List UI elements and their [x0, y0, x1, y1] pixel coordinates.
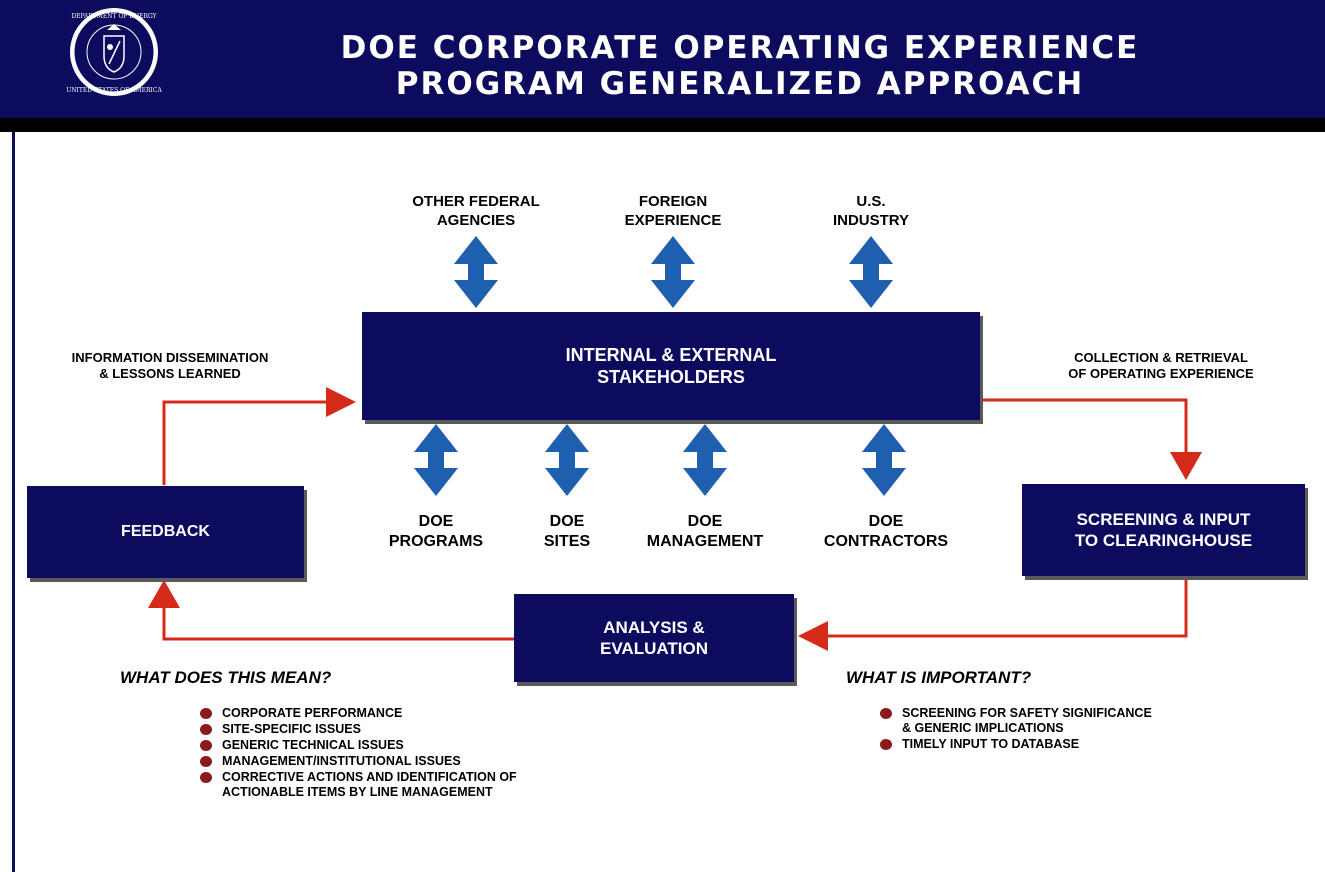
list-item: TIMELY INPUT TO DATABASE — [880, 737, 1260, 752]
svg-text:DEPARTMENT OF ENERGY: DEPARTMENT OF ENERGY — [71, 13, 157, 20]
bullet-icon — [880, 708, 892, 719]
flow-arrowhead-feedback — [148, 580, 180, 608]
stakeholders-box: INTERNAL & EXTERNAL STAKEHOLDERS — [362, 312, 980, 420]
bullet-icon — [200, 708, 212, 719]
top-double-arrow-industry — [849, 236, 893, 308]
group-doe-contractors: DOE CONTRACTORS — [823, 513, 949, 550]
note-information-dissemination: INFORMATION DISSEMINATION & LESSONS LEAR… — [71, 350, 269, 381]
bottom-double-arrow-programs — [414, 424, 458, 496]
bullet-icon — [200, 772, 212, 783]
flow-line-to-analysis — [826, 578, 1188, 638]
flow-arrowhead-stakeholders — [326, 387, 356, 417]
svg-text:UNITED STATES OF AMERICA: UNITED STATES OF AMERICA — [66, 87, 162, 94]
header-banner — [0, 0, 1325, 118]
list-item: GENERIC TECHNICAL ISSUES — [200, 738, 620, 753]
bottom-double-arrow-sites — [545, 424, 589, 496]
flow-arrowhead-screening — [1170, 452, 1202, 480]
bullet-icon — [200, 756, 212, 767]
flow-arrowhead-analysis — [798, 621, 828, 651]
group-doe-management: DOE MANAGEMENT — [646, 513, 764, 550]
top-double-arrow-foreign — [651, 236, 695, 308]
list-item: SCREENING FOR SAFETY SIGNIFICANCE & GENE… — [880, 706, 1260, 736]
group-doe-programs: DOE PROGRAMS — [388, 513, 484, 550]
title-line-2: PROGRAM GENERALIZED APPROACH — [395, 66, 1085, 102]
source-foreign-experience: FOREIGN EXPERIENCE — [624, 193, 722, 229]
feedback-label: FEEDBACK — [121, 523, 210, 540]
source-other-federal-agencies: OTHER FEDERAL AGENCIES — [412, 193, 540, 229]
analysis-label: ANALYSIS & EVALUATION — [600, 618, 708, 658]
bottom-double-arrow-management — [683, 424, 727, 496]
bullet-icon — [200, 740, 212, 751]
analysis-box: ANALYSIS & EVALUATION — [514, 594, 794, 682]
screening-box: SCREENING & INPUT TO CLEARINGHOUSE — [1022, 484, 1305, 576]
what-does-this-mean-heading: WHAT DOES THIS MEAN? — [120, 668, 332, 687]
list-item: CORRECTIVE ACTIONS AND IDENTIFICATION OF… — [200, 770, 620, 800]
header-rule — [0, 118, 1325, 132]
source-us-industry: U.S. INDUSTRY — [832, 193, 910, 229]
flow-line-to-screening — [982, 398, 1188, 455]
title-line-1: DOE CORPORATE OPERATING EXPERIENCE — [340, 30, 1140, 66]
page-title: DOE CORPORATE OPERATING EXPERIENCE PROGR… — [230, 30, 1250, 102]
stakeholders-label: INTERNAL & EXTERNAL STAKEHOLDERS — [565, 345, 777, 387]
bullet-icon — [200, 724, 212, 735]
note-collection-retrieval: COLLECTION & RETRIEVAL OF OPERATING EXPE… — [1068, 350, 1254, 381]
group-doe-sites: DOE SITES — [543, 513, 591, 550]
meaning-list: CORPORATE PERFORMANCE SITE-SPECIFIC ISSU… — [200, 706, 620, 801]
list-item: MANAGEMENT/INSTITUTIONAL ISSUES — [200, 754, 620, 769]
left-border-rule — [12, 132, 15, 872]
importance-list: SCREENING FOR SAFETY SIGNIFICANCE & GENE… — [880, 706, 1260, 753]
feedback-box: FEEDBACK — [27, 486, 304, 578]
bottom-double-arrow-contractors — [862, 424, 906, 496]
doe-seal-logo: DEPARTMENT OF ENERGY UNITED STATES OF AM… — [66, 8, 162, 96]
list-item: CORPORATE PERFORMANCE — [200, 706, 620, 721]
what-is-important-heading: WHAT IS IMPORTANT? — [846, 668, 1032, 687]
list-item: SITE-SPECIFIC ISSUES — [200, 722, 620, 737]
top-double-arrow-federal — [454, 236, 498, 308]
flow-line-to-stakeholders — [162, 400, 330, 485]
flow-line-to-feedback — [162, 605, 514, 641]
screening-label: SCREENING & INPUT TO CLEARINGHOUSE — [1074, 510, 1253, 550]
bullet-icon — [880, 739, 892, 750]
